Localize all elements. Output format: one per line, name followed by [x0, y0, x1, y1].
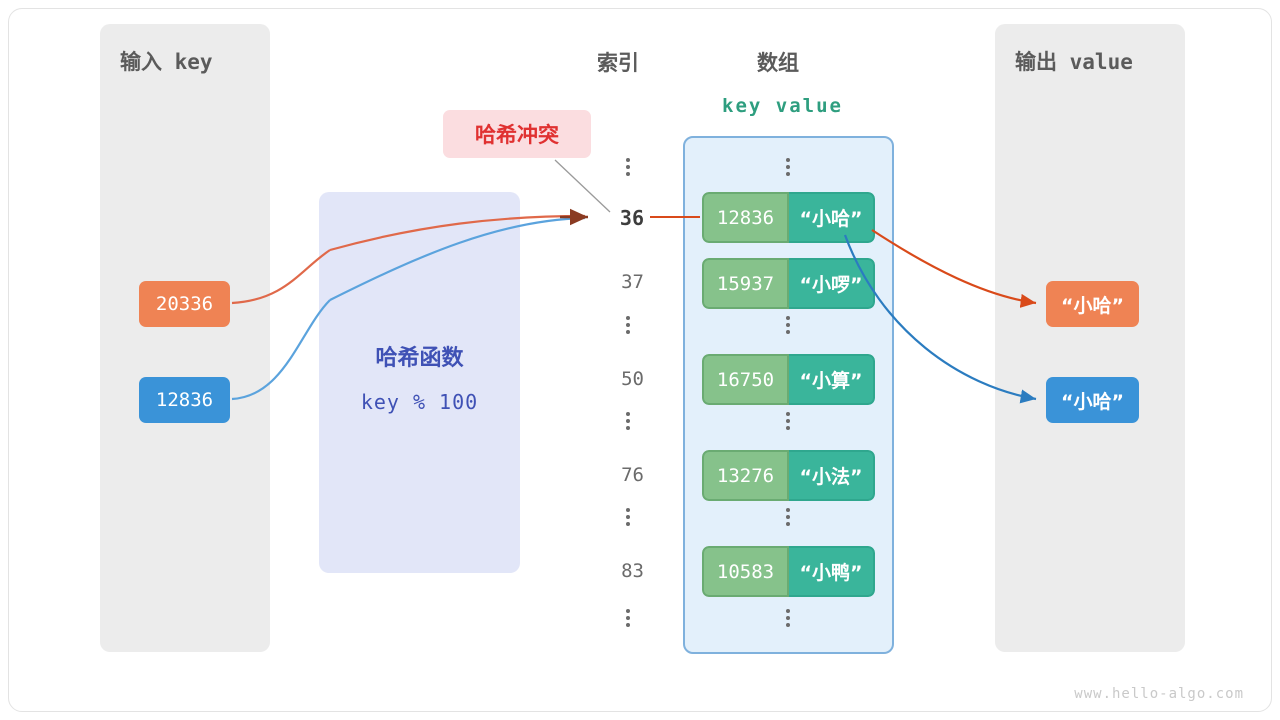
bucket-value: “小鸭” — [789, 546, 875, 597]
output-value-1[interactable]: “小哈” — [1046, 281, 1139, 327]
bucket-key: 16750 — [702, 354, 789, 405]
bucket-row-83[interactable]: 10583 “小鸭” — [702, 546, 875, 597]
index-column-label: 索引 — [597, 51, 639, 75]
hash-collision-callout: 哈希冲突 — [443, 110, 591, 158]
bucket-key: 10583 — [702, 546, 789, 597]
input-panel-title: 输入 key — [120, 50, 213, 74]
hash-function-title: 哈希函数 — [375, 346, 464, 371]
array-column-label: 数组 — [757, 51, 799, 75]
index-ellipsis-bottom — [618, 606, 638, 630]
index-37: 37 — [621, 271, 644, 293]
index-76: 76 — [621, 464, 644, 486]
bucket-value: “小哈” — [789, 192, 875, 243]
array-ellipsis-2 — [778, 409, 798, 433]
bucket-row-36[interactable]: 12836 “小哈” — [702, 192, 875, 243]
bucket-row-50[interactable]: 16750 “小算” — [702, 354, 875, 405]
key-value-header: key value — [722, 95, 843, 117]
bucket-value: “小算” — [789, 354, 875, 405]
index-50: 50 — [621, 368, 644, 390]
array-ellipsis-1 — [778, 313, 798, 337]
index-ellipsis-2 — [618, 409, 638, 433]
bucket-key: 15937 — [702, 258, 789, 309]
array-ellipsis-3 — [778, 505, 798, 529]
output-panel — [995, 24, 1185, 652]
index-ellipsis-top — [618, 155, 638, 179]
bucket-value: “小法” — [789, 450, 875, 501]
watermark: www.hello-algo.com — [1074, 686, 1244, 702]
bucket-row-76[interactable]: 13276 “小法” — [702, 450, 875, 501]
output-value-2[interactable]: “小哈” — [1046, 377, 1139, 423]
index-83: 83 — [621, 560, 644, 582]
output-panel-title: 输出 value — [1015, 50, 1133, 74]
input-key-12836[interactable]: 12836 — [139, 377, 230, 423]
bucket-value: “小啰” — [789, 258, 875, 309]
index-ellipsis-3 — [618, 505, 638, 529]
hash-function-box — [319, 192, 520, 573]
bucket-key: 13276 — [702, 450, 789, 501]
input-key-20336[interactable]: 20336 — [139, 281, 230, 327]
hash-function-expression: key % 100 — [360, 390, 479, 414]
array-ellipsis-top — [778, 155, 798, 179]
page-border — [8, 8, 1272, 712]
index-ellipsis-1 — [618, 313, 638, 337]
bucket-row-37[interactable]: 15937 “小啰” — [702, 258, 875, 309]
array-ellipsis-bottom — [778, 606, 798, 630]
input-panel — [100, 24, 270, 652]
index-36: 36 — [619, 206, 644, 230]
bucket-key: 12836 — [702, 192, 789, 243]
